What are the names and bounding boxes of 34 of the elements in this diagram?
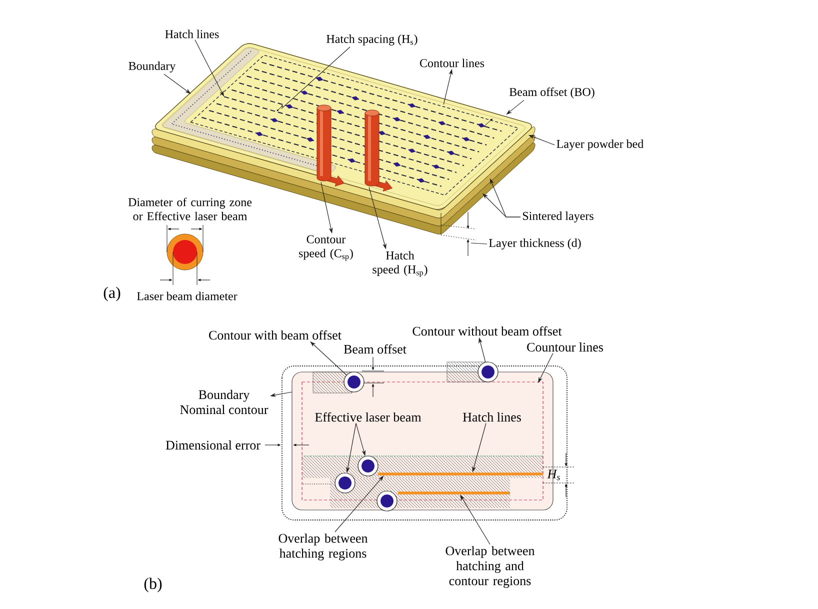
beam-circle bbox=[344, 372, 364, 392]
callout-label: Beam offset (BO) bbox=[509, 88, 594, 98]
panel-label: (b) bbox=[144, 578, 162, 592]
callout-label: Overlap between hatching and contour regions bbox=[446, 546, 535, 588]
dimension-label: Layer thickness (d) bbox=[489, 238, 581, 250]
callout-label: Effective laser beam bbox=[315, 412, 422, 422]
hatch-line bbox=[398, 492, 510, 494]
callout-label: Contour speed (C$_{sp}$) bbox=[299, 235, 353, 261]
dimension-label: Hatch spacing (H$_{s}$) bbox=[326, 34, 418, 46]
arrow bbox=[164, 74, 191, 94]
callout-label: Layer powder bed bbox=[556, 140, 644, 150]
callout-label: Hatch lines bbox=[165, 30, 219, 38]
dimension-label: Laser beam diameter bbox=[137, 292, 238, 300]
callout-label: Hatch lines bbox=[462, 412, 521, 422]
callout-label: Contour lines bbox=[420, 58, 484, 68]
callout-label: Overlap between hatching regions bbox=[278, 534, 368, 560]
laser-beam bbox=[364, 110, 392, 192]
panel-label: (a) bbox=[104, 286, 120, 302]
callout-label: Contour with beam offset bbox=[209, 330, 342, 340]
dimension-label: Dimensional error bbox=[166, 440, 260, 450]
callout-label: Hatch speed (H$_{sp}$) bbox=[372, 251, 428, 277]
callout-label: Boundary Nominal contour bbox=[180, 390, 268, 414]
dimension-label: Diameter of curring zone or Effective laser beam bbox=[128, 198, 252, 220]
beam-circle bbox=[334, 472, 356, 494]
beam-circle bbox=[358, 456, 378, 476]
dimension-label: Beam offset bbox=[344, 344, 406, 354]
callout-label: Contour without beam offset bbox=[412, 326, 562, 336]
hatch-line bbox=[378, 472, 543, 476]
laser-beam bbox=[316, 104, 344, 186]
callout-label: Boundary bbox=[128, 62, 176, 72]
callout-label: Sintered layers bbox=[522, 212, 594, 222]
beam-circle bbox=[478, 362, 498, 382]
callout-label: Countour lines bbox=[527, 342, 603, 352]
dimension-label: H$_{s}$ bbox=[547, 470, 560, 480]
